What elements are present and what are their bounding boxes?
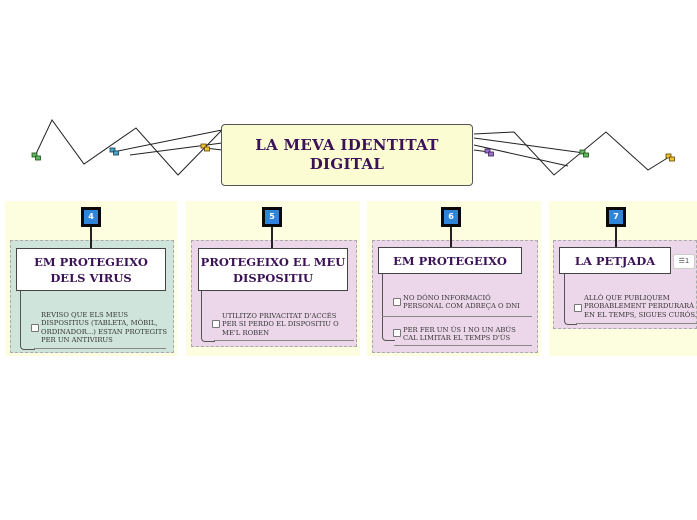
topic-stem [615,226,617,248]
topic-device[interactable]: PROTEGEIXO EL MEU DISPOSITIU [198,248,348,291]
notes-icon[interactable]: ☰1 [673,254,695,269]
branch-line [201,291,215,342]
checkbox-icon[interactable] [574,304,582,312]
subtopic-item[interactable]: UTILITZO PRIVACITAT D'ACCÉS PER SI PERDO… [222,312,339,337]
topic-stem [271,226,273,248]
central-topic-title: LA MEVA IDENTITAT DIGITAL [255,136,439,173]
checkbox-icon[interactable] [31,324,39,332]
topic-protect[interactable]: EM PROTEGEIXO [378,247,522,274]
number-badge: 6 [441,207,461,227]
topic-stem [450,226,452,248]
number-badge: 7 [606,207,626,227]
branch-line [20,291,35,350]
link-icon[interactable] [579,149,590,158]
number-badge: 5 [262,207,282,227]
subtopic-item[interactable]: ALLÒ QUE PUBLIQUEM PROBABLEMENT PERDURAR… [584,294,697,319]
subtopic-item[interactable]: PER FER UN ÚS I NO UN ABÚS CAL LIMITAR E… [403,326,516,343]
branch-line [382,274,395,341]
number-badge: 4 [81,207,101,227]
checkbox-icon[interactable] [393,329,401,337]
topic-virus[interactable]: EM PROTEGEIXO DELS VIRUS [16,248,166,291]
topic-stem [90,226,92,248]
subtopic-item[interactable]: REVISO QUE ELS MEUS DISPOSITIUS (tableta… [41,311,167,345]
subtopic-item[interactable]: NO DÓNO INFORMACIÓ PERSONAL COM ADREÇA O… [403,294,520,311]
link-icon[interactable] [109,147,120,156]
checkbox-icon[interactable] [212,320,220,328]
link-icon[interactable] [484,148,495,157]
link-icon[interactable] [31,152,42,161]
link-icon[interactable] [200,143,211,152]
link-icon[interactable] [665,153,676,162]
central-topic[interactable]: LA MEVA IDENTITAT DIGITAL [221,124,473,186]
branch-line [564,274,577,325]
checkbox-icon[interactable] [393,298,401,306]
topic-footprint[interactable]: LA PETJADA [559,247,671,274]
